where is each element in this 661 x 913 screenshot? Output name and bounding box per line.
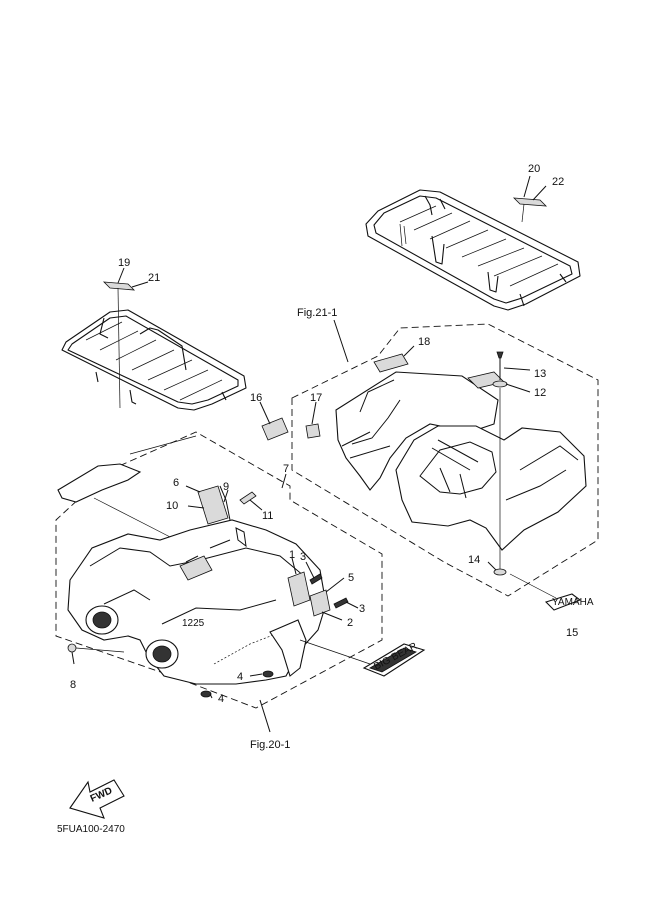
rear-carrier <box>365 175 581 311</box>
callout-13: 13 <box>534 368 546 380</box>
callout-11: 11 <box>262 510 273 522</box>
callout-12: 12 <box>534 387 546 399</box>
front-fender-group: 1225 BIG BEAR <box>55 431 426 733</box>
callout-1: 1 <box>289 549 295 561</box>
callout-21: 21 <box>148 272 160 284</box>
callout-7: 7 <box>283 463 289 475</box>
fig-ref-rear-fender: Fig.21-1 <box>297 307 337 319</box>
callout-18: 18 <box>418 336 430 348</box>
callout-3b: 3 <box>359 603 365 615</box>
fender-text: 1225 <box>182 618 205 629</box>
fwd-arrow: FWD <box>69 779 125 819</box>
callout-2: 2 <box>347 617 353 629</box>
callout-14: 14 <box>468 554 480 566</box>
drawing-code: 5FUA100-2470 <box>57 824 125 835</box>
callout-10: 10 <box>166 500 178 512</box>
callout-16: 16 <box>250 392 262 404</box>
callout-3a: 3 <box>300 551 306 563</box>
callout-4b: 4 <box>218 693 224 705</box>
callout-19: 19 <box>118 257 130 269</box>
callout-20: 20 <box>528 163 540 175</box>
callout-22: 22 <box>552 176 564 188</box>
fig-ref-front-fender: Fig.20-1 <box>250 739 290 751</box>
front-carrier <box>61 267 247 411</box>
callout-9: 9 <box>223 481 229 493</box>
callout-6: 6 <box>173 477 179 489</box>
rear-fender-group: YAMAHA <box>259 319 599 611</box>
callout-5: 5 <box>348 572 354 584</box>
callouts: 1 2 3 3 4 4 5 6 7 8 9 10 11 12 13 14 15 … <box>70 163 578 705</box>
tail-emblem-text: YAMAHA <box>552 597 594 608</box>
callout-15: 15 <box>566 627 578 639</box>
callout-17: 17 <box>310 392 322 404</box>
callout-4a: 4 <box>237 671 243 683</box>
callout-8: 8 <box>70 679 76 691</box>
